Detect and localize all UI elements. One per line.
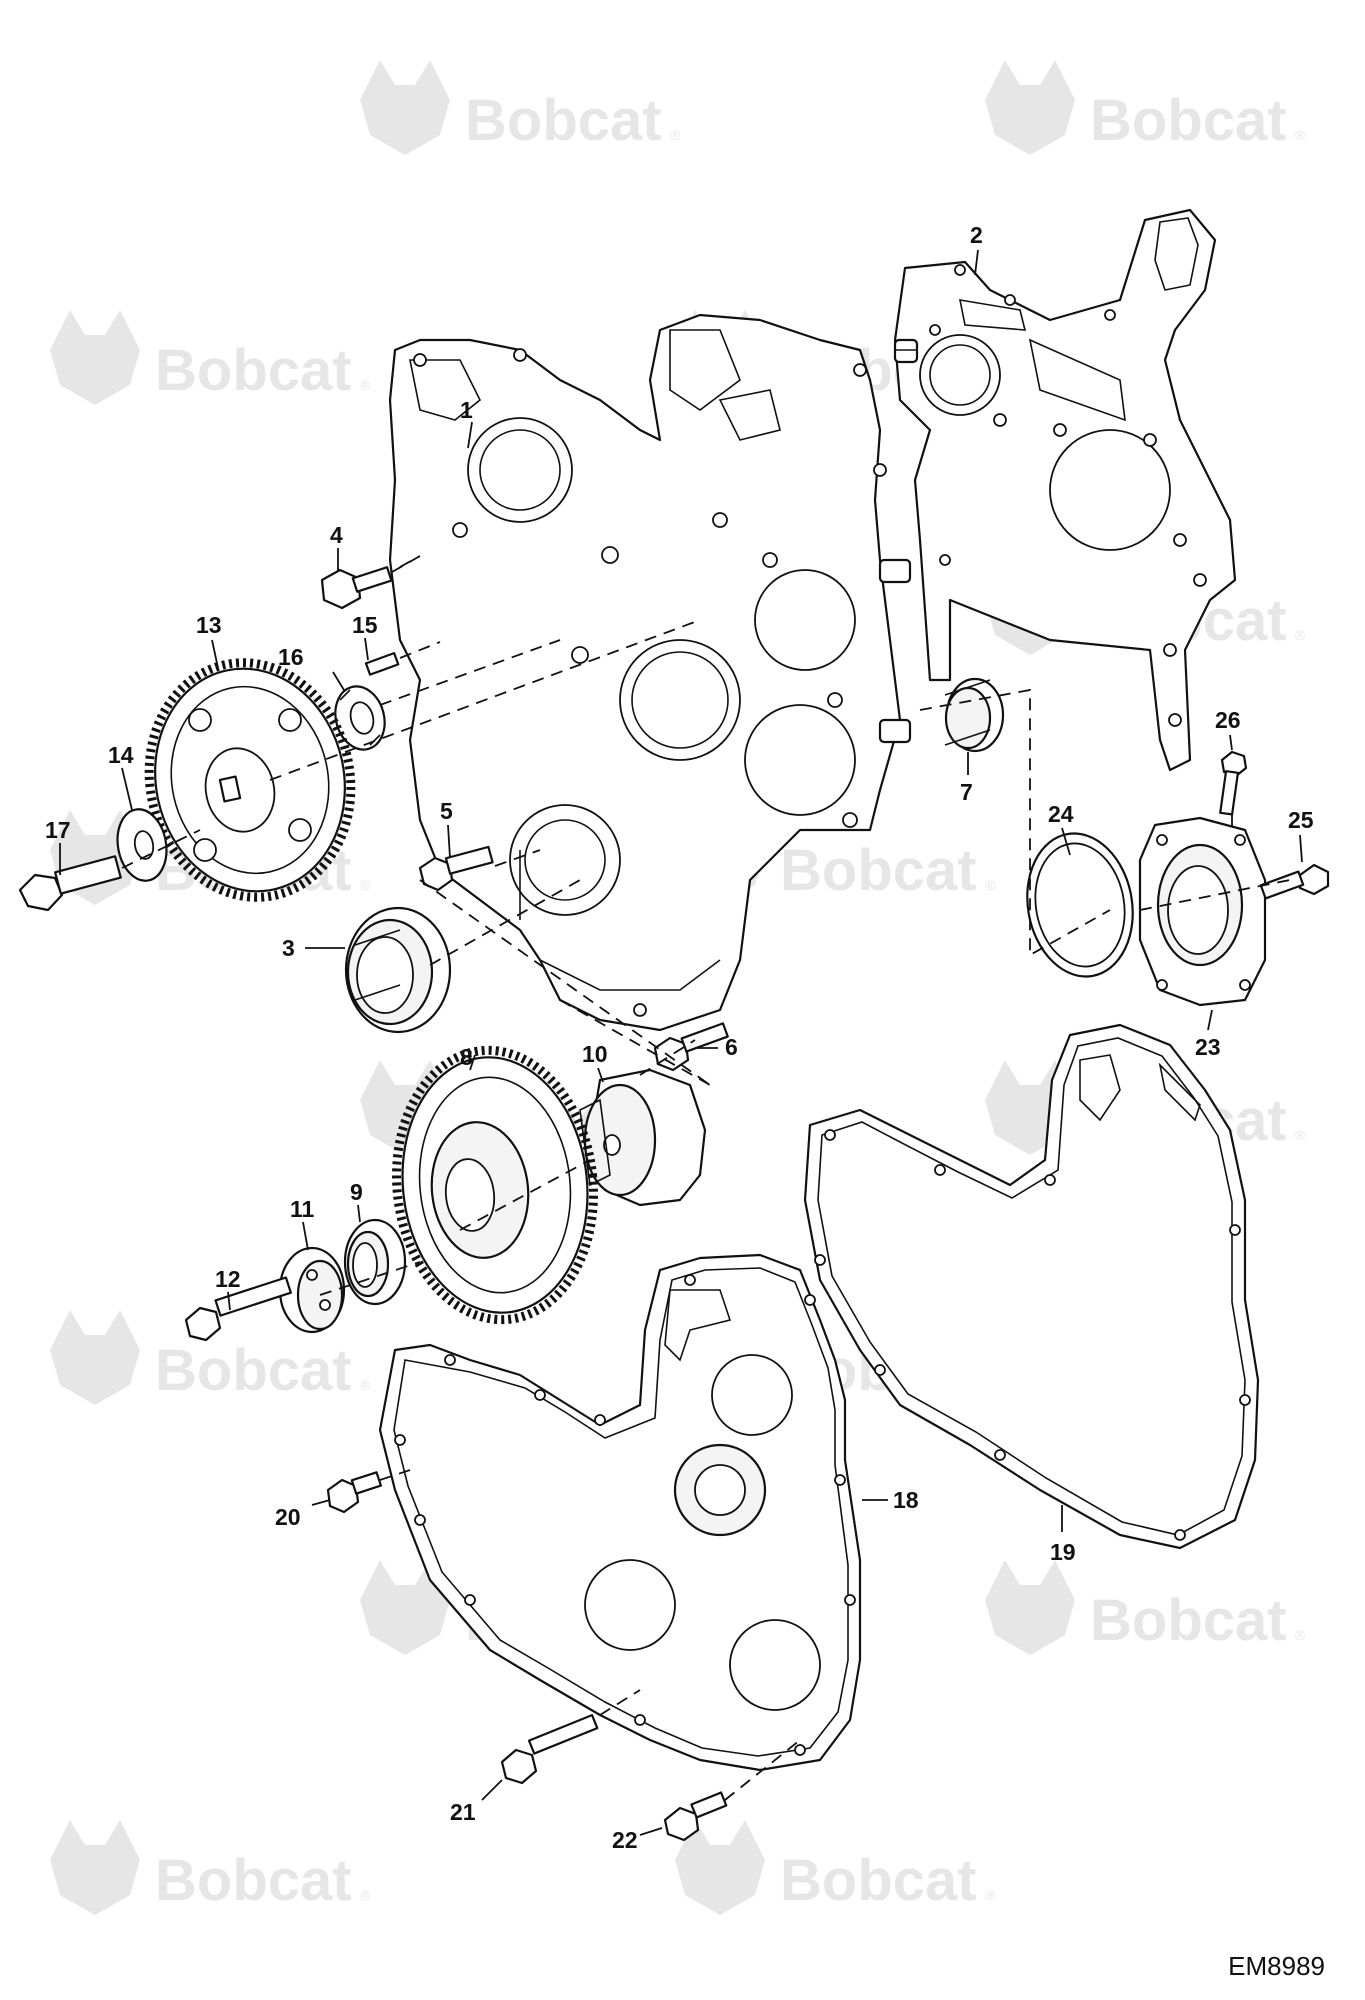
watermark-14: Bobcat ® — [50, 1820, 371, 1915]
svg-text:®: ® — [360, 377, 371, 393]
callout-26: 26 — [1215, 707, 1241, 733]
part-11-plate[interactable] — [278, 1246, 346, 1334]
svg-text:®: ® — [670, 127, 681, 143]
watermark-10: Bobcat ® — [50, 1310, 371, 1405]
callout-11: 11 — [290, 1196, 315, 1222]
callout-5: 5 — [440, 798, 453, 824]
callout-9: 9 — [350, 1179, 363, 1205]
svg-text:®: ® — [1295, 627, 1306, 643]
part-4-screw[interactable] — [320, 555, 421, 610]
watermark-13: Bobcat ® — [985, 1560, 1306, 1655]
callout-19: 19 — [1050, 1539, 1076, 1565]
svg-text:Bobcat: Bobcat — [155, 1848, 352, 1913]
callout-16: 16 — [278, 644, 304, 670]
watermark-2: Bobcat ® — [985, 60, 1306, 155]
svg-text:Bobcat: Bobcat — [465, 88, 662, 153]
callout-23: 23 — [1195, 1034, 1221, 1060]
part-8-idler-gear[interactable] — [383, 1040, 606, 1329]
callout-21: 21 — [450, 1799, 476, 1825]
part-2-gasket[interactable] — [893, 208, 1237, 772]
svg-text:®: ® — [1295, 1127, 1306, 1143]
callout-20: 20 — [275, 1504, 301, 1530]
svg-text:®: ® — [1295, 127, 1306, 143]
drawing-code: EM8989 — [1228, 1951, 1325, 1981]
callout-4: 4 — [330, 522, 343, 548]
callout-15: 15 — [352, 612, 378, 638]
callout-8: 8 — [460, 1044, 473, 1070]
part-26-screw[interactable] — [1219, 750, 1248, 816]
part-25-screw[interactable] — [1259, 863, 1330, 900]
watermark-1: Bobcat ® — [360, 60, 681, 155]
part-5-bolt[interactable] — [418, 845, 494, 892]
callout-labels: 1 2 3 4 5 6 7 8 9 10 11 12 13 14 15 16 1… — [45, 222, 1314, 1853]
svg-text:®: ® — [1295, 1627, 1306, 1643]
part-6-screw[interactable] — [653, 1022, 729, 1072]
svg-text:Bobcat: Bobcat — [155, 1338, 352, 1403]
callout-leaders — [59, 249, 1303, 1836]
part-23-seal-housing[interactable] — [1138, 816, 1267, 1007]
callout-17: 17 — [45, 817, 71, 843]
callout-10: 10 — [582, 1041, 608, 1067]
svg-text:®: ® — [360, 1887, 371, 1903]
svg-text:Bobcat: Bobcat — [1090, 1588, 1287, 1653]
svg-text:®: ® — [985, 877, 996, 893]
part-17-bolt[interactable] — [18, 829, 201, 912]
part-14-washer[interactable] — [112, 805, 172, 884]
part-24-o-ring[interactable] — [1016, 825, 1143, 985]
callout-3: 3 — [282, 935, 295, 961]
svg-text:Bobcat: Bobcat — [780, 838, 977, 903]
part-12-bolt[interactable] — [184, 1276, 292, 1342]
part-3-crank-seal[interactable] — [344, 906, 452, 1034]
callout-22: 22 — [612, 1827, 638, 1853]
part-15-dowel[interactable] — [364, 641, 441, 676]
svg-text:®: ® — [360, 877, 371, 893]
callout-24: 24 — [1048, 801, 1074, 827]
part-18-front-cover[interactable] — [378, 1253, 862, 1772]
part-22-screw[interactable] — [663, 1791, 728, 1842]
watermark-3: Bobcat ® — [50, 310, 371, 405]
part-13-idler-gear[interactable] — [128, 644, 373, 916]
assembly-lines — [269, 555, 1291, 1801]
plug-fitting — [893, 338, 919, 364]
svg-text:®: ® — [360, 1377, 371, 1393]
svg-text:Bobcat: Bobcat — [1090, 88, 1287, 153]
callout-25: 25 — [1288, 807, 1314, 833]
callout-14: 14 — [108, 742, 134, 768]
svg-text:®: ® — [985, 1887, 996, 1903]
callout-18: 18 — [893, 1487, 919, 1513]
part-9-bushing[interactable] — [343, 1218, 407, 1306]
part-20-screw[interactable] — [326, 1471, 382, 1514]
part-21-bolt[interactable] — [500, 1714, 599, 1785]
part-10-hub[interactable] — [579, 1068, 707, 1207]
callout-7: 7 — [960, 779, 973, 805]
callout-1: 1 — [460, 397, 473, 423]
part-19-front-gasket[interactable] — [803, 1023, 1260, 1550]
part-7-seal[interactable] — [944, 677, 1005, 753]
svg-text:Bobcat: Bobcat — [155, 338, 352, 403]
part-1-timing-case[interactable] — [388, 313, 912, 1032]
callout-13: 13 — [196, 612, 222, 638]
svg-text:Bobcat: Bobcat — [780, 1848, 977, 1913]
callout-12: 12 — [215, 1266, 241, 1292]
callout-6: 6 — [725, 1034, 738, 1060]
callout-2: 2 — [970, 222, 983, 248]
watermark-15: Bobcat ® — [675, 1820, 996, 1915]
part-16-thrust-washer[interactable] — [329, 681, 392, 755]
